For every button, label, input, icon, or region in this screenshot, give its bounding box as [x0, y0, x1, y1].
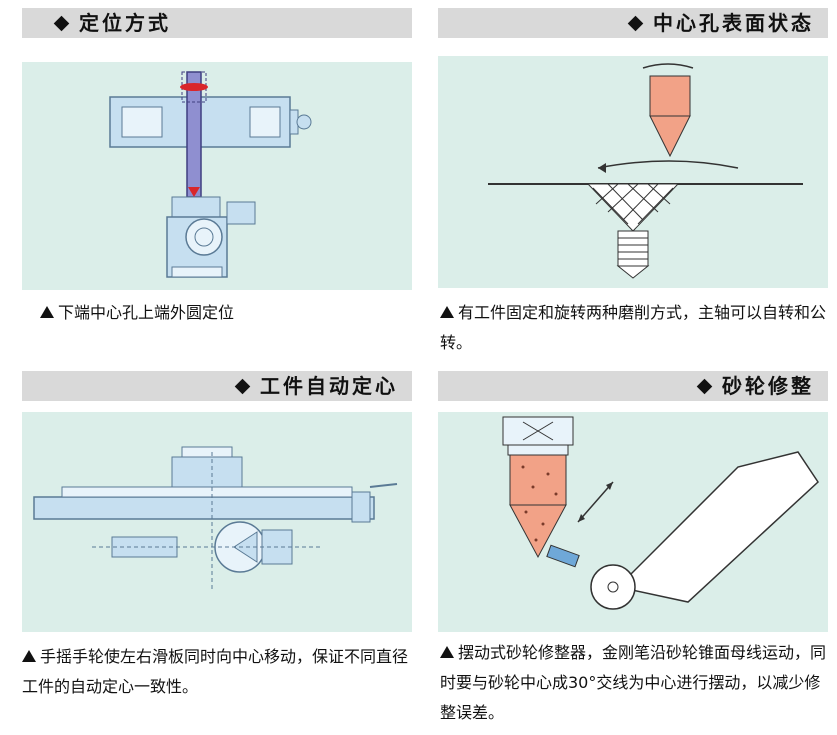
panel-title: 中心孔表面状态 — [653, 11, 814, 35]
panel-title: 工件自动定心 — [260, 374, 398, 398]
caption-text: 摆动式砂轮修整器，金刚笔沿砂轮锥面母线运动，同时要与砂轮中心成30°交线为中心进… — [440, 643, 827, 722]
triangle-bullet-icon — [22, 650, 36, 662]
center-hole-illustration — [438, 56, 828, 288]
triangle-bullet-icon — [440, 306, 454, 318]
auto-centering-illustration — [22, 412, 412, 632]
panel-header: 定位方式 — [22, 8, 412, 38]
triangle-bullet-icon — [440, 646, 454, 658]
panel-title: 砂轮修整 — [722, 374, 814, 398]
triangle-bullet-icon — [40, 306, 54, 318]
caption-text: 有工件固定和旋转两种磨削方式，主轴可以自转和公转。 — [440, 303, 827, 352]
panel-caption: 有工件固定和旋转两种磨削方式，主轴可以自转和公转。 — [440, 298, 828, 358]
diamond-bullet-icon — [53, 15, 70, 32]
diamond-bullet-icon — [696, 378, 713, 395]
diamond-bullet-icon — [627, 15, 644, 32]
panel-caption: 手摇手轮使左右滑板同时向中心移动，保证不同直径工件的自动定心一致性。 — [22, 642, 412, 702]
panel-caption: 摆动式砂轮修整器，金刚笔沿砂轮锥面母线运动，同时要与砂轮中心成30°交线为中心进… — [440, 638, 828, 728]
positioning-illustration — [22, 62, 412, 290]
panel-caption: 下端中心孔上端外圆定位 — [40, 298, 410, 328]
diamond-bullet-icon — [234, 378, 251, 395]
panel-title: 定位方式 — [79, 11, 171, 35]
caption-text: 手摇手轮使左右滑板同时向中心移动，保证不同直径工件的自动定心一致性。 — [22, 647, 409, 696]
caption-text: 下端中心孔上端外圆定位 — [58, 303, 235, 322]
panel-header: 工件自动定心 — [22, 371, 412, 401]
panel-header: 中心孔表面状态 — [438, 8, 828, 38]
wheel-dressing-illustration — [438, 412, 828, 632]
panel-header: 砂轮修整 — [438, 371, 828, 401]
